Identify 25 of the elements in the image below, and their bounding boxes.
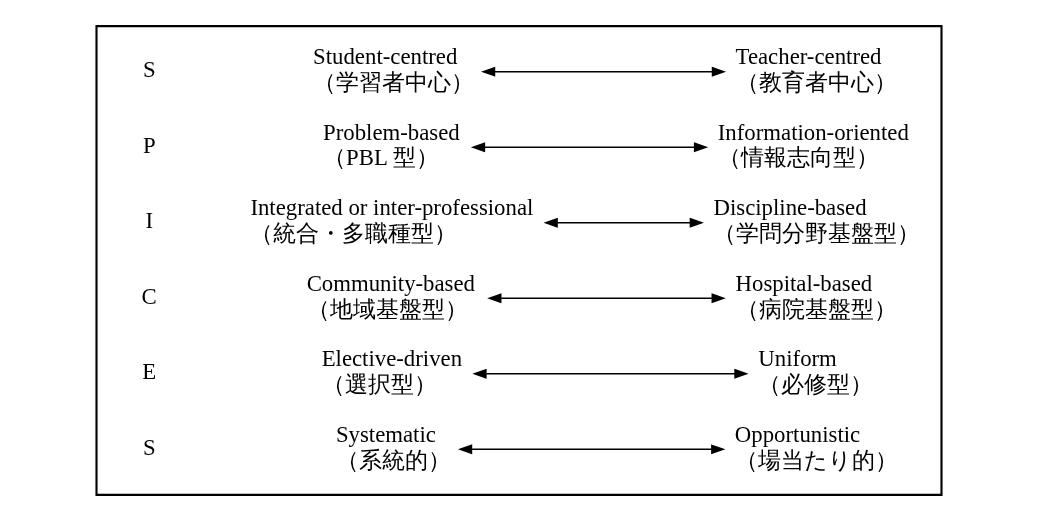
node-text: Elective-driven （選択型） (321, 345, 463, 397)
node-text: Opportunistic （場当たり的） (734, 421, 898, 473)
node-text: Problem-based （PBL 型） (323, 119, 460, 170)
arrow (470, 141, 709, 152)
node-text: Community-based （地域基盤型） (306, 270, 475, 321)
label: S (142, 56, 156, 82)
label: C (141, 283, 157, 309)
label: P (142, 132, 156, 158)
label: S (142, 434, 156, 460)
node-text: Discipline-based （学問分野基盤型） (713, 194, 921, 246)
node-text: Student-centred （学習者中心） (313, 43, 475, 95)
node-text: Hospital-based （病院基盤型） (735, 270, 897, 321)
arrow (487, 292, 726, 303)
node-text: Information-oriented （情報志向型） (717, 119, 909, 170)
cluster (95, 24, 943, 496)
node-text: Teacher-centred （教育者中心） (735, 43, 897, 95)
arrow (472, 368, 749, 379)
label: E (142, 358, 157, 384)
label: I (145, 207, 154, 233)
arrow (457, 443, 726, 454)
node-text: Integrated or inter-professional （統合・多職種型） (250, 194, 534, 246)
arrow (543, 217, 704, 228)
arrow (480, 66, 727, 77)
node-text: Uniform （必修型） (758, 345, 874, 397)
node-text: Systematic （系統的） (335, 421, 451, 473)
